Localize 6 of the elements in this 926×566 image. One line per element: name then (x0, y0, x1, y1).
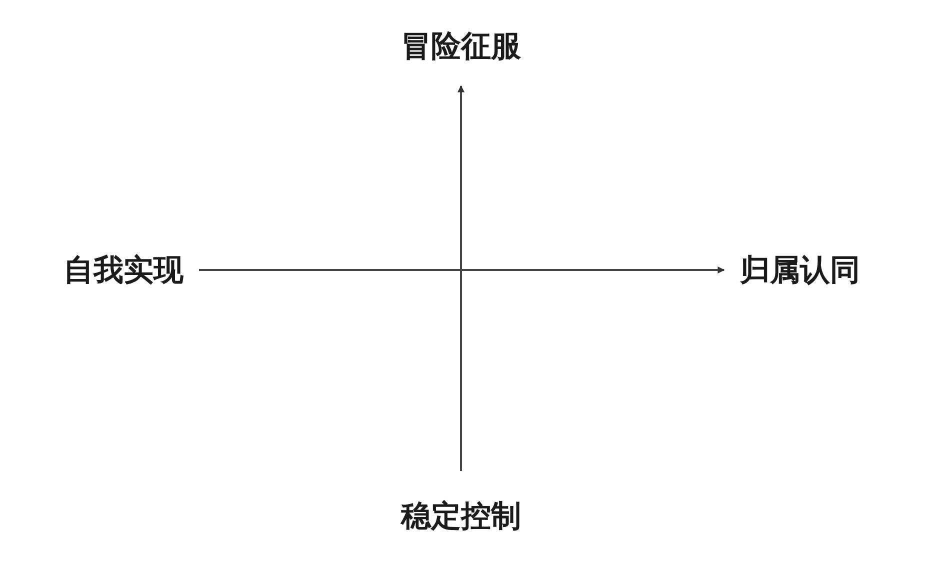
axis-label: 稳定控制 (401, 500, 521, 533)
axis-label: 自我实现 (64, 254, 184, 286)
axis-arrow (199, 266, 725, 274)
axis-label: 冒险征服 (401, 30, 521, 63)
axis-arrow (458, 85, 464, 471)
axis-label: 归属认同 (740, 254, 860, 286)
